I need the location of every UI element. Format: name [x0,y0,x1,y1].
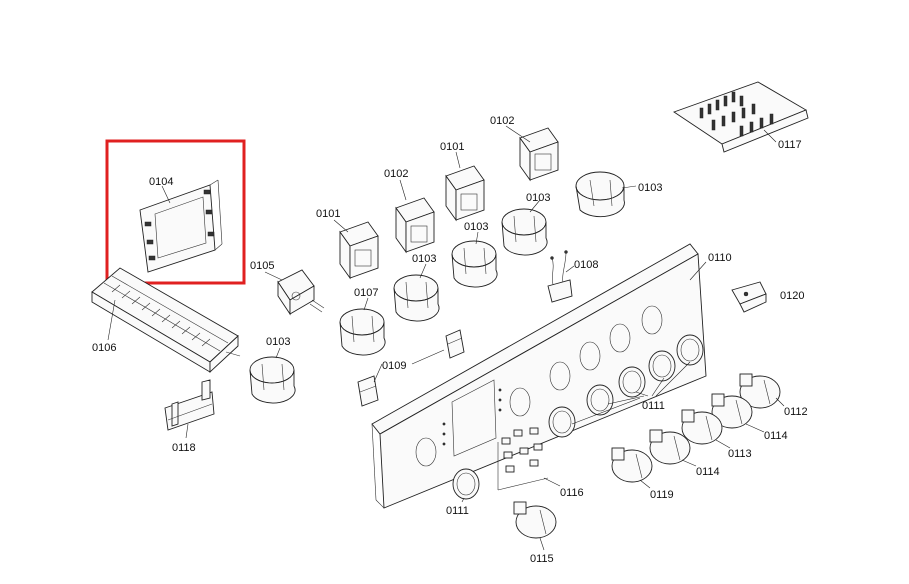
callout-0120[interactable]: 0120 [780,290,804,302]
part-0108-wiring[interactable] [547,250,573,303]
part-0119-knob[interactable] [611,447,653,483]
part-0101-regulator-a[interactable] [339,221,379,280]
callout-0101[interactable]: 0101 [440,141,464,153]
part-0115-knob[interactable] [513,501,557,539]
callout-0116[interactable]: 0116 [560,487,584,499]
part-0107-adapter[interactable] [339,308,386,356]
part-0103-adapter-d[interactable] [501,208,548,256]
callout-0110[interactable]: 0110 [708,252,732,264]
callout-0102[interactable]: 0102 [384,168,408,180]
callout-0114[interactable]: 0114 [764,430,788,442]
part-0101-regulator-b[interactable] [445,165,485,222]
part-0112-knob[interactable] [739,373,781,409]
callout-0111[interactable]: 0111 [642,400,665,412]
part-0105-switch[interactable] [277,269,325,316]
callout-0103[interactable]: 0103 [464,221,488,233]
callout-0108[interactable]: 0108 [574,259,598,271]
part-0104-module[interactable] [139,179,223,273]
part-0116-screws[interactable] [497,427,549,491]
part-0103-adapter-b[interactable] [393,274,440,322]
callout-0101[interactable]: 0101 [316,208,340,220]
callout-0103[interactable]: 0103 [266,336,290,348]
callout-0107[interactable]: 0107 [354,287,378,299]
callout-0109[interactable]: 0109 [382,360,406,372]
part-0111-rings[interactable] [452,334,704,500]
callout-0115[interactable]: 0115 [530,553,554,565]
part-0103-adapter-c[interactable] [451,240,498,288]
part-0113-knob[interactable] [681,409,723,445]
callout-0119[interactable]: 0119 [650,489,674,501]
part-0102-regulator-b[interactable] [519,127,559,182]
part-0114-knob-b[interactable] [649,429,691,465]
callout-0103[interactable]: 0103 [526,192,550,204]
part-0103-adapter-a[interactable] [249,356,296,404]
callout-0117[interactable]: 0117 [778,139,802,151]
part-0118-bracket[interactable] [164,379,215,431]
callout-0103[interactable]: 0103 [638,182,662,194]
highlight-box-0104 [105,139,246,285]
part-0102-regulator-a[interactable] [395,197,435,254]
callout-0105[interactable]: 0105 [250,260,274,272]
callout-0114[interactable]: 0114 [696,466,720,478]
part-0120-clip[interactable] [731,281,767,313]
part-0109-clip[interactable] [357,329,465,407]
callout-0112[interactable]: 0112 [784,406,808,418]
callout-0102[interactable]: 0102 [490,115,514,127]
part-0106-terminal-block[interactable] [91,267,241,374]
callout-0118[interactable]: 0118 [172,442,196,454]
callout-0113[interactable]: 0113 [728,448,752,460]
part-0110-control-panel[interactable] [371,243,707,509]
part-0114-knob-a[interactable] [711,393,753,429]
callout-0106[interactable]: 0106 [92,342,116,354]
callout-0103[interactable]: 0103 [412,253,436,265]
callout-labels: 0104 0105 0106 0118 0103 0101 0102 0101 … [92,115,808,565]
part-0103-adapter-e[interactable] [575,171,625,218]
callout-0104[interactable]: 0104 [149,176,173,188]
callout-0111[interactable]: 0111 [446,505,469,517]
